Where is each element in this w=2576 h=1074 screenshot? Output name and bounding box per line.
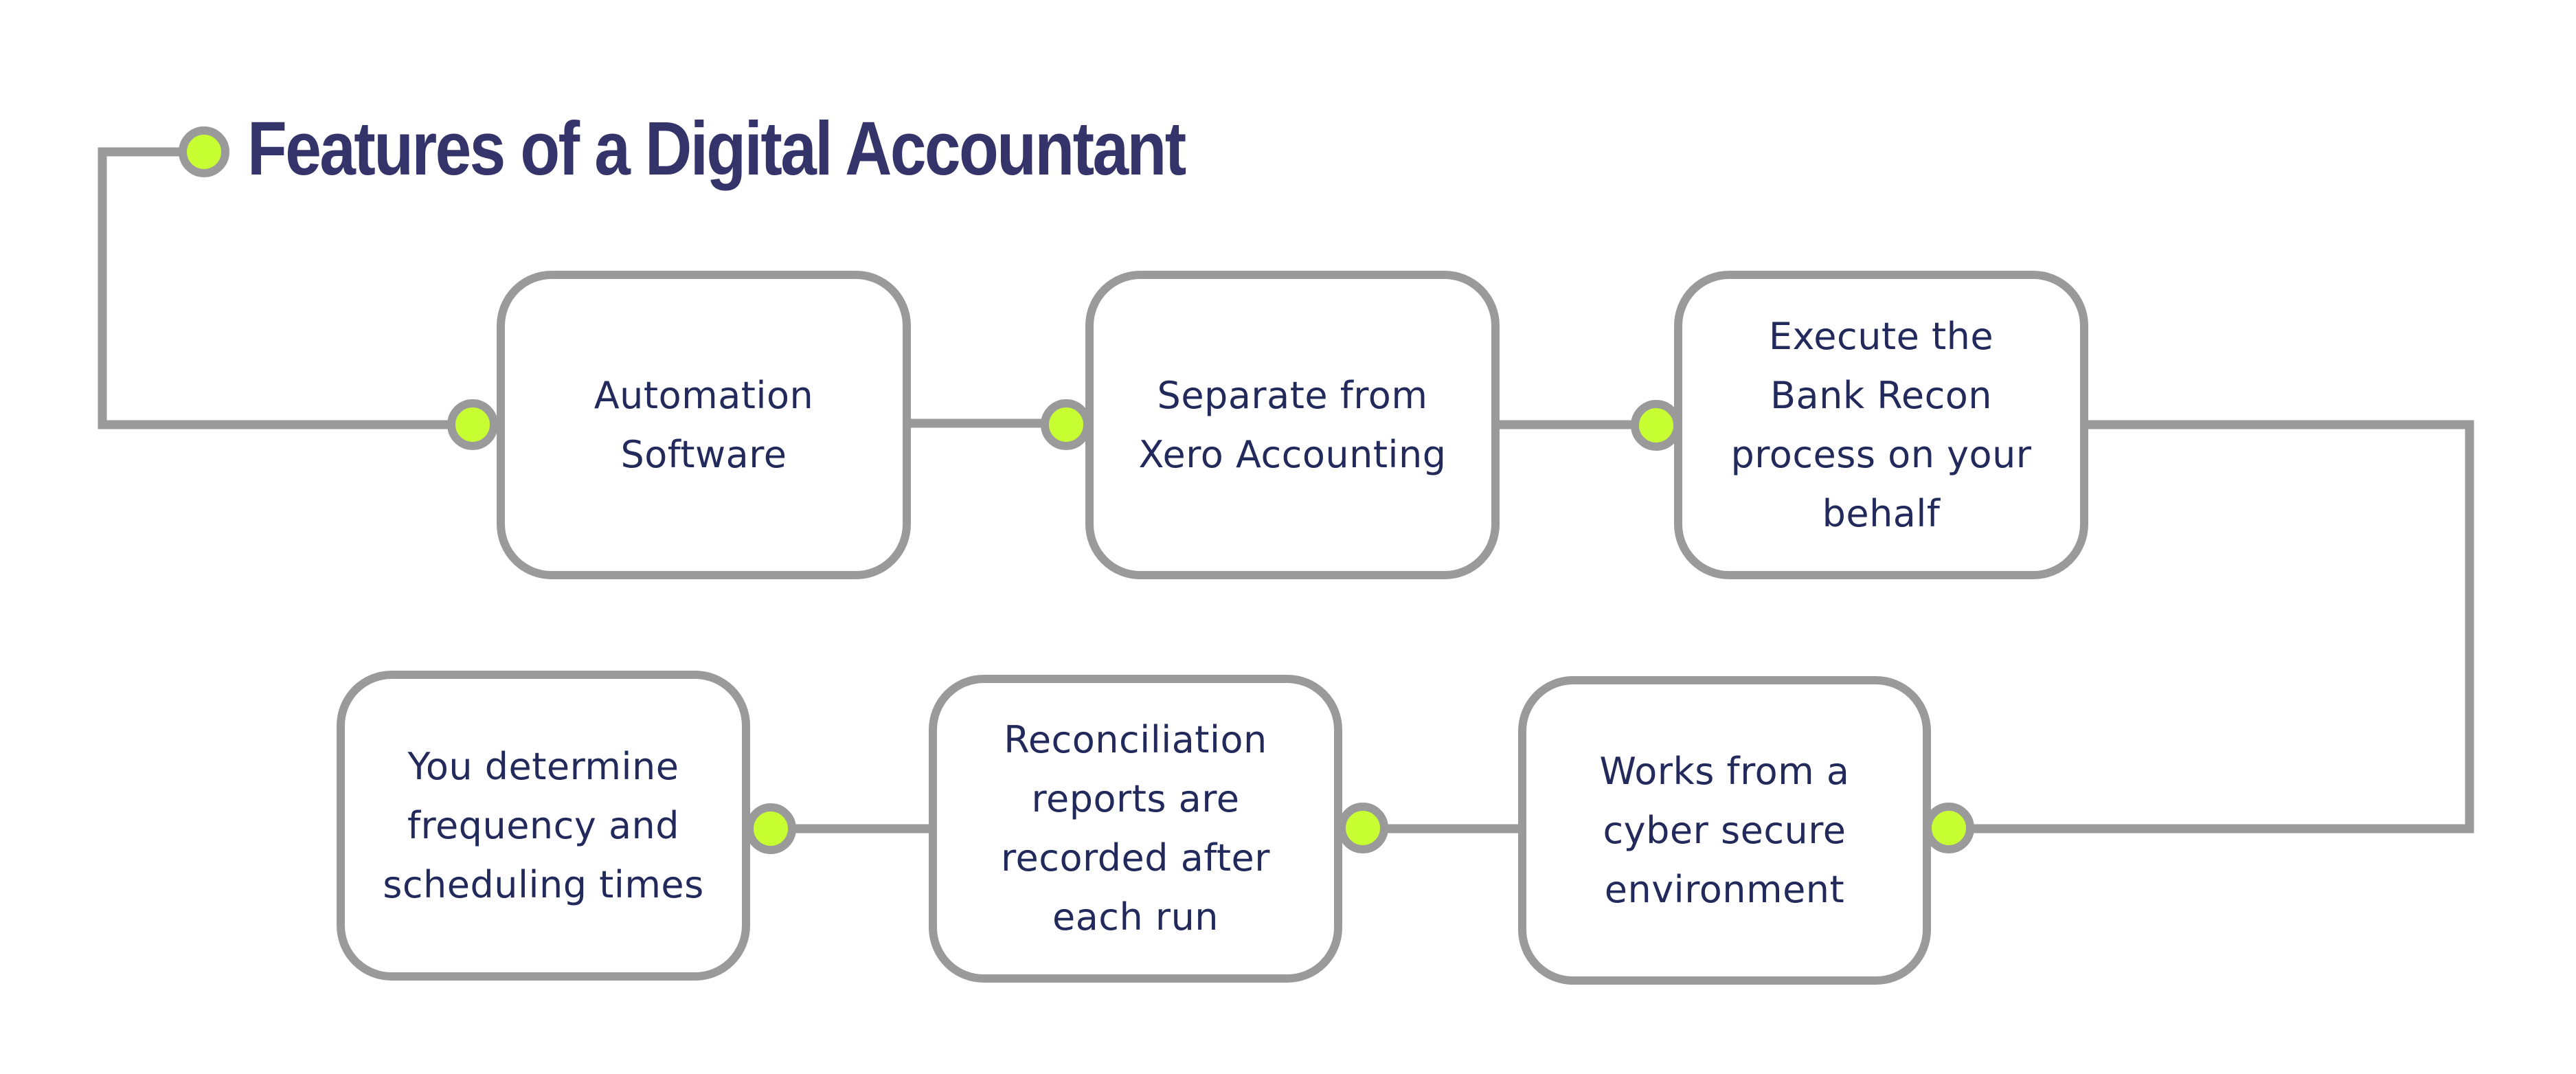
step-box-6: You determine frequency and scheduling t…: [337, 671, 750, 981]
connector-dot-icon: [1631, 400, 1682, 451]
step-label: Automation Software: [594, 373, 814, 476]
title-bullet-icon: [179, 126, 229, 177]
step-box-3: Execute the Bank Recon process on your b…: [1674, 271, 2088, 579]
connector-dot-icon: [745, 803, 796, 854]
connector-dot-icon: [1041, 399, 1092, 450]
page-title: Features of a Digital Accountant: [247, 107, 1186, 191]
connector-dot-icon: [1337, 803, 1388, 853]
step-box-5: Reconciliation reports are recorded afte…: [929, 675, 1342, 983]
step-label: Works from a cyber secure environment: [1599, 749, 1850, 911]
step-box-2: Separate from Xero Accounting: [1085, 271, 1500, 579]
step-label: You determine frequency and scheduling t…: [383, 744, 704, 906]
step-box-4: Works from a cyber secure environment: [1518, 676, 1931, 985]
step-box-1: Automation Software: [497, 271, 911, 579]
step-label: Separate from Xero Accounting: [1138, 373, 1447, 476]
step-label: Reconciliation reports are recorded afte…: [1001, 718, 1270, 939]
connector-dot-icon: [447, 399, 498, 450]
step-label: Execute the Bank Recon process on your b…: [1730, 314, 2032, 535]
connector-step-3-to-4: [1944, 420, 2474, 834]
connector-dot-icon: [1923, 803, 1974, 853]
connector-title-to-step-1: [98, 147, 481, 429]
